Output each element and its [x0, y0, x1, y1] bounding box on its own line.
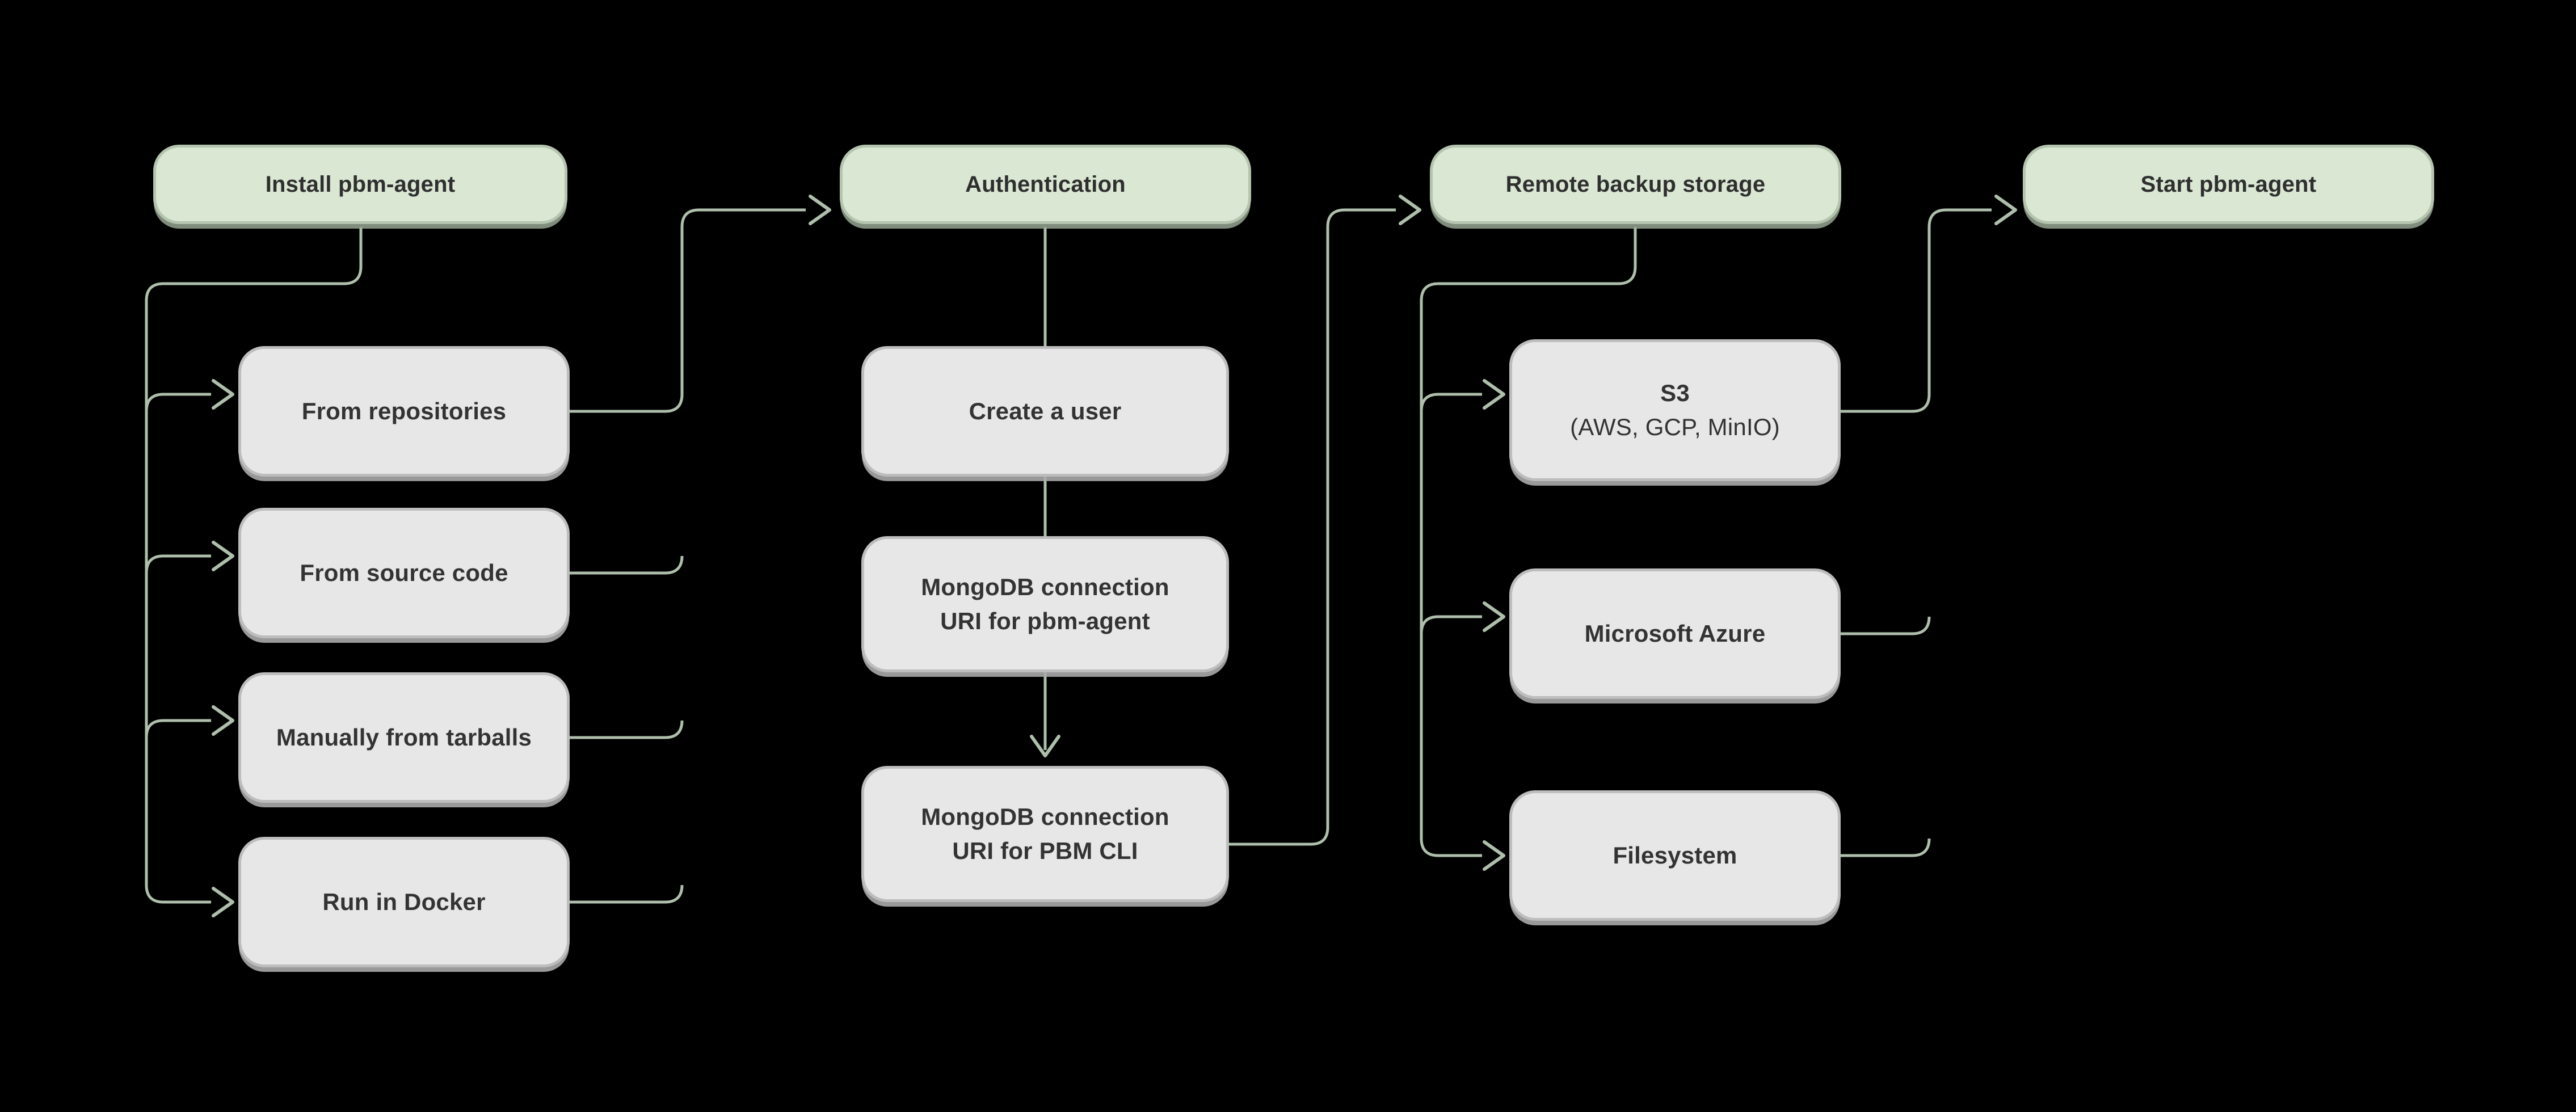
option-tarballs-label: Manually from tarballs — [276, 724, 532, 751]
storage-s3-providers: (AWS, GCP, MinIO) — [1570, 414, 1780, 440]
edge-install-to-repos — [145, 393, 211, 412]
stage-install-pbm-agent[interactable]: Install pbm-agent — [153, 145, 567, 224]
step-uri-cli-line2: URI for PBM CLI — [952, 837, 1138, 864]
arrowhead-s3 — [1484, 381, 1504, 408]
edge-storage-to-azure — [1420, 615, 1482, 634]
arrowhead-azure — [1484, 603, 1504, 630]
option-run-in-docker[interactable]: Run in Docker — [238, 837, 570, 967]
edge-install-trunk — [145, 227, 363, 904]
stage-authentication-label: Authentication — [965, 171, 1126, 197]
edge-azure-to-start — [1841, 616, 1931, 635]
arrowhead-docker — [213, 888, 233, 916]
step-create-user-label: Create a user — [969, 398, 1122, 425]
step-uri-agent-line1: MongoDB connection — [921, 574, 1169, 601]
storage-s3-label: S3 — [1660, 380, 1690, 407]
edge-filesystem-to-start — [1841, 838, 1931, 857]
storage-option-s3[interactable]: S3 (AWS, GCP, MinIO) — [1509, 339, 1841, 481]
stage-remote-backup-storage[interactable]: Remote backup storage — [1430, 145, 1841, 224]
stage-storage-label: Remote backup storage — [1505, 171, 1766, 197]
edge-storage-trunk — [1420, 227, 1637, 857]
option-repos-label: From repositories — [301, 398, 507, 425]
arrowhead-storage — [1400, 196, 1420, 224]
edge-uricli-to-storage — [1227, 208, 1396, 846]
arrowhead-tarballs — [213, 707, 233, 734]
stage-authentication[interactable]: Authentication — [840, 145, 1251, 224]
step-uri-cli-line1: MongoDB connection — [921, 803, 1169, 831]
edge-s3-to-start — [1841, 208, 1992, 413]
stage-start-pbm-agent[interactable]: Start pbm-agent — [2023, 145, 2434, 224]
edge-install-to-tarballs — [145, 719, 211, 738]
edge-repos-to-auth — [570, 208, 806, 413]
stage-start-label: Start pbm-agent — [2140, 171, 2317, 197]
storage-azure-label: Microsoft Azure — [1584, 620, 1766, 647]
option-from-repositories[interactable]: From repositories — [238, 346, 570, 477]
option-source-label: From source code — [300, 559, 508, 587]
edge-tarballs-to-auth — [570, 720, 684, 739]
edge-install-to-source — [145, 554, 211, 574]
option-from-source-code[interactable]: From source code — [238, 508, 570, 638]
step-mongodb-uri-pbm-agent[interactable]: MongoDB connection URI for pbm-agent — [861, 536, 1229, 672]
step-mongodb-uri-pbm-cli[interactable]: MongoDB connection URI for PBM CLI — [861, 766, 1229, 902]
storage-filesystem-label: Filesystem — [1613, 842, 1737, 869]
stage-install-label: Install pbm-agent — [265, 171, 456, 197]
arrowhead-authentication — [810, 196, 830, 224]
arrowhead-source — [213, 542, 233, 570]
edge-docker-to-auth — [570, 884, 684, 904]
step-uri-agent-line2: URI for pbm-agent — [940, 608, 1150, 634]
edge-storage-to-s3 — [1420, 393, 1482, 412]
storage-option-microsoft-azure[interactable]: Microsoft Azure — [1509, 568, 1841, 699]
arrowhead-filesystem — [1484, 842, 1504, 869]
arrowhead-start — [1996, 196, 2015, 224]
option-manually-from-tarballs[interactable]: Manually from tarballs — [238, 672, 570, 803]
edge-source-to-auth — [570, 555, 684, 575]
step-create-a-user[interactable]: Create a user — [861, 346, 1229, 477]
storage-option-filesystem[interactable]: Filesystem — [1509, 790, 1841, 921]
arrowhead-repos — [213, 381, 233, 408]
option-docker-label: Run in Docker — [322, 888, 486, 916]
